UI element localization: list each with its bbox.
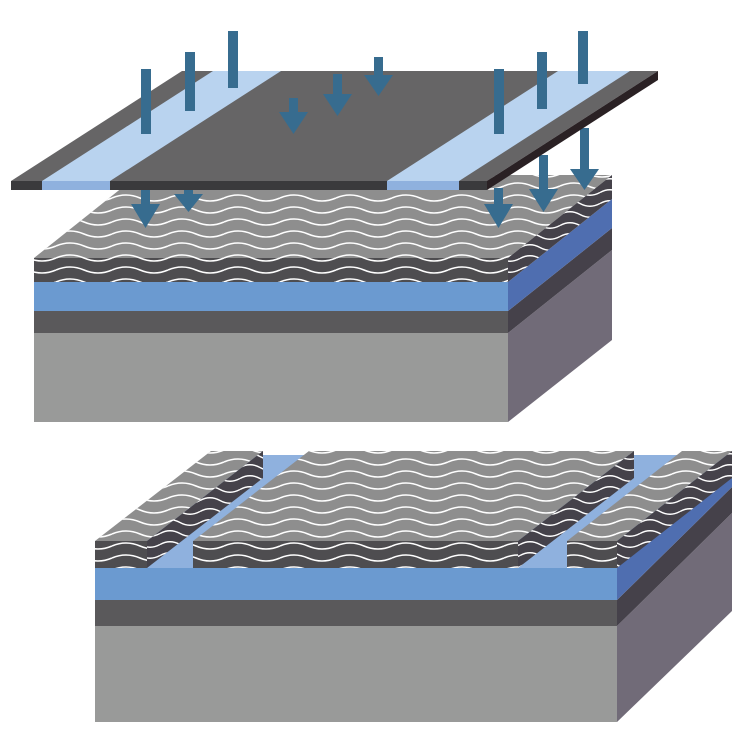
intermediate-layer xyxy=(34,228,612,333)
photomask-window-left xyxy=(42,71,281,181)
uv-arrows-upper xyxy=(141,31,588,134)
developed-panel xyxy=(95,451,732,722)
arrow-icon xyxy=(323,74,352,116)
resist-block-left-side-waves xyxy=(147,451,263,568)
intermediate-layer-front xyxy=(34,311,508,333)
photoresist-layer xyxy=(34,175,612,282)
resist-block-center-top-waves xyxy=(193,451,634,541)
substrate-front xyxy=(34,333,508,422)
photoresist-side-waves xyxy=(508,175,612,282)
arrow-icon xyxy=(131,188,160,228)
resist-block-right-front-waves xyxy=(567,541,617,568)
resist-block-center xyxy=(193,451,634,568)
substrate-side xyxy=(617,513,732,722)
photomask-window-right xyxy=(387,71,630,181)
arrow-icon xyxy=(364,57,393,96)
uv-arrows-lower xyxy=(131,128,599,228)
functional-layer-front xyxy=(34,282,508,311)
intermediate-layer-side xyxy=(617,487,732,626)
arrow-icon xyxy=(174,188,203,212)
resist-block-left-front-waves xyxy=(95,541,147,568)
substrate-side xyxy=(508,250,612,422)
arrow-shaft xyxy=(228,31,238,88)
arrow-icon xyxy=(570,128,599,190)
arrow-shaft xyxy=(185,52,195,111)
arrow-icon xyxy=(279,98,308,134)
functional-layer-side xyxy=(508,199,612,311)
photomask xyxy=(11,71,658,190)
resist-block-center-front-waves xyxy=(193,541,518,568)
functional-layer xyxy=(34,199,612,311)
intermediate-layer-side xyxy=(508,228,612,333)
arrow-shaft xyxy=(578,31,588,84)
resist-block-right xyxy=(567,451,732,568)
intermediate-layer-front xyxy=(95,600,617,626)
resist-block-left-top-waves xyxy=(95,451,263,541)
photomask-front-edge-window-left xyxy=(42,181,110,190)
resist-block-right-top-waves xyxy=(567,451,732,541)
arrow-shaft xyxy=(494,69,504,134)
arrow-icon xyxy=(529,155,558,212)
substrate-front xyxy=(95,626,617,722)
photomask-front-edge xyxy=(11,181,487,190)
photomask-front-edge-window-right xyxy=(387,181,459,190)
resist-block-left xyxy=(95,451,263,568)
substrate xyxy=(34,250,612,422)
resist-block-right-side-waves xyxy=(617,451,732,568)
resist-block-center-side-waves xyxy=(518,451,634,568)
arrow-icon xyxy=(484,188,513,228)
photoresist-front-waves xyxy=(34,258,508,282)
functional-layer-front xyxy=(95,568,617,600)
intermediate-layer xyxy=(95,487,732,626)
arrow-shaft xyxy=(537,52,547,109)
arrow-shaft xyxy=(141,69,151,134)
exposure-panel xyxy=(11,31,658,422)
photomask-side-edge xyxy=(487,71,658,190)
substrate xyxy=(95,513,732,722)
